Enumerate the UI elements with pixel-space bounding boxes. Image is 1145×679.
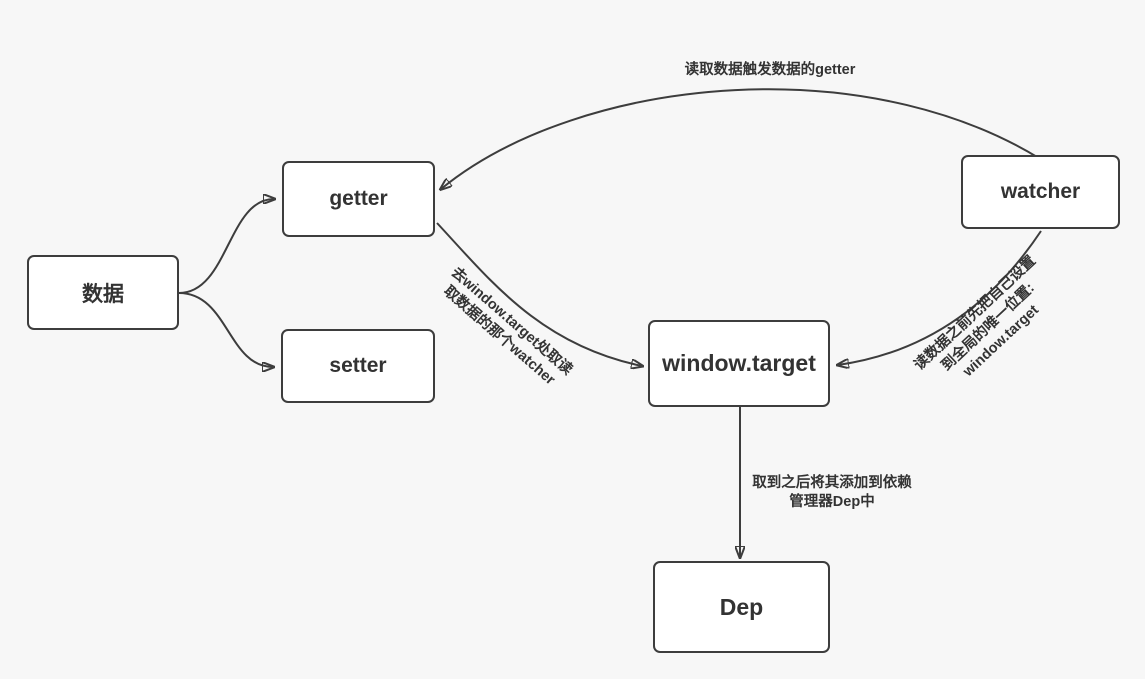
node-setter[interactable]: setter bbox=[281, 329, 435, 403]
node-setter-label: setter bbox=[329, 354, 387, 377]
node-watcher[interactable]: watcher bbox=[961, 155, 1120, 229]
edge-label-line: 取到之后将其添加到依赖 bbox=[752, 475, 912, 491]
edge-label-line: 管理器Dep中 bbox=[789, 494, 875, 510]
edge-data-to-getter bbox=[178, 199, 274, 294]
edge-watcher-to-window-target bbox=[838, 230, 1042, 365]
edge-getter-to-window-target bbox=[436, 222, 642, 366]
node-dep[interactable]: Dep bbox=[653, 561, 830, 653]
edge-watcher-to-getter bbox=[441, 88, 1061, 189]
edge-data-to-setter bbox=[178, 292, 273, 367]
node-data-label: 数据 bbox=[82, 282, 124, 306]
node-getter[interactable]: getter bbox=[282, 161, 435, 237]
edge-label-watcher-to-getter: 读取数据触发数据的getter bbox=[684, 62, 856, 78]
node-getter-label: getter bbox=[329, 187, 388, 210]
node-data[interactable]: 数据 bbox=[27, 255, 179, 330]
edge-label-window-target-to-dep: 取到之后将其添加到依赖 管理器Dep中 bbox=[732, 474, 932, 512]
node-dep-label: Dep bbox=[719, 593, 764, 620]
node-window-target[interactable]: window.target bbox=[648, 320, 830, 407]
node-window-target-label: window.target bbox=[662, 350, 816, 376]
node-watcher-label: watcher bbox=[1000, 180, 1081, 203]
